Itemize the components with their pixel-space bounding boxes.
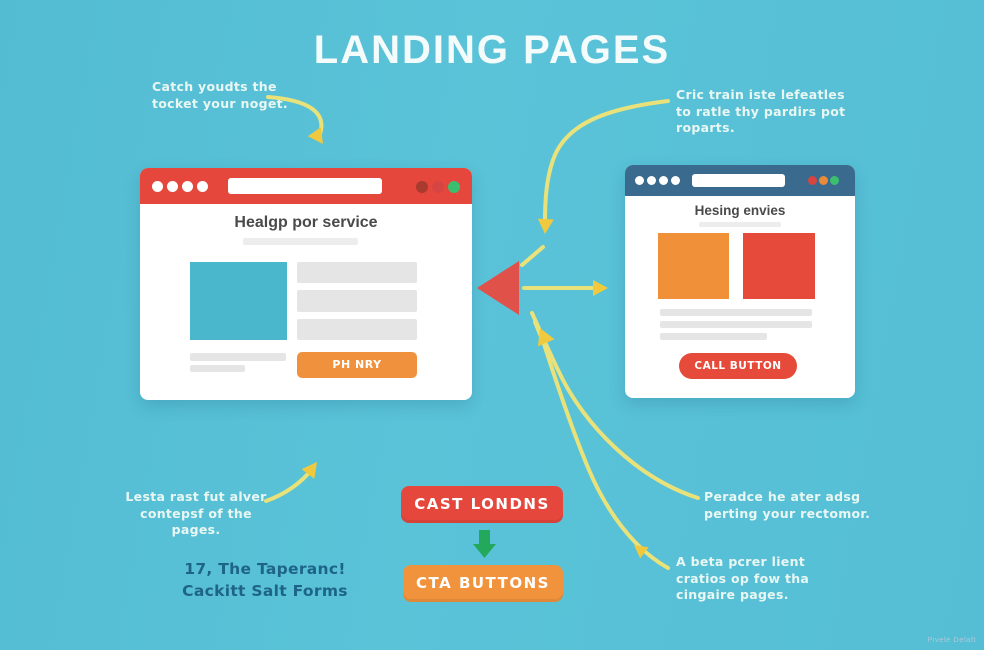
caption-text: 17, The Taperanc! Cackitt Salt Forms	[182, 560, 348, 601]
big-left-arrow-icon	[477, 261, 519, 315]
left-browser-titlebar	[140, 168, 472, 204]
window-dot-icon	[152, 181, 163, 192]
arrow-bottom-left-line	[264, 467, 314, 503]
window-control-icon[interactable]	[830, 176, 839, 185]
window-dot-icon	[671, 176, 680, 185]
text-placeholder-bar	[297, 262, 417, 283]
window-control-icon[interactable]	[819, 176, 828, 185]
hero-image-placeholder	[190, 262, 287, 340]
right-cta-button[interactable]: CALL BUTTON	[679, 353, 797, 379]
window-dot-icon	[659, 176, 668, 185]
window-dot-icon	[197, 181, 208, 192]
text-placeholder-line	[660, 309, 812, 316]
window-control-icon[interactable]	[808, 176, 817, 185]
window-control-icon[interactable]	[448, 181, 460, 193]
right-browser-window: Hesing envies CALL BUTTON	[625, 165, 855, 398]
address-bar[interactable]	[692, 174, 785, 187]
arrow-top-right-line	[543, 99, 670, 224]
window-control-icon[interactable]	[416, 181, 428, 193]
text-placeholder-bar	[297, 290, 417, 312]
text-placeholder-line	[190, 365, 245, 372]
arrowhead-down-icon	[537, 218, 554, 234]
arrow-bottomright-line	[533, 320, 670, 570]
arrow-top-left-line	[266, 95, 324, 136]
watermark-text: Pivele Delaft	[927, 635, 976, 644]
left-page-heading: Healgp por service	[234, 214, 378, 231]
flow-bottom-button[interactable]: CTA BUTTONS	[403, 565, 563, 602]
right-browser-titlebar	[625, 165, 855, 196]
heading-underline	[699, 222, 781, 227]
arrowhead-up-right-icon	[301, 462, 317, 479]
annotation-top-right: Cric train iste lefeatles to ratle thy p…	[676, 87, 846, 135]
arrow-midright-line	[530, 311, 700, 500]
arrowhead-right-icon	[593, 280, 608, 296]
annotation-bottom-right: A beta pcrer lient cratios op fow tha ci…	[676, 554, 810, 602]
feature-image-placeholder	[743, 233, 815, 299]
arrowhead-up-icon	[537, 328, 555, 347]
annotation-bottom-left: Lesta rast fut alver contepsf of the pag…	[125, 489, 267, 537]
window-dot-icon	[167, 181, 178, 192]
arrowhead-top-left-icon	[307, 127, 323, 144]
annotation-top-left: Catch youdts the tocket your noget.	[152, 79, 288, 111]
annotation-mid-right: Peradce he ater adsg perting your rectom…	[704, 489, 871, 521]
text-placeholder-line	[660, 321, 812, 328]
text-placeholder-bar	[297, 319, 417, 340]
text-placeholder-line	[190, 353, 286, 361]
page-title: LANDING PAGES	[313, 28, 671, 72]
text-placeholder-line	[660, 333, 767, 340]
arrowhead-small-icon	[634, 545, 649, 559]
address-bar[interactable]	[228, 178, 382, 194]
window-dot-icon	[635, 176, 644, 185]
window-dot-icon	[647, 176, 656, 185]
heading-underline	[243, 238, 358, 245]
green-down-arrow-icon	[473, 530, 496, 558]
right-page-heading: Hesing envies	[694, 203, 786, 218]
left-browser-window: Healgp por service PH NRY	[140, 168, 472, 400]
flow-top-button[interactable]: CAST LONDNS	[401, 486, 563, 523]
arrow-connector-line	[520, 245, 545, 267]
left-cta-button[interactable]: PH NRY	[297, 352, 417, 378]
window-dot-icon	[182, 181, 193, 192]
window-control-icon[interactable]	[432, 181, 444, 193]
feature-image-placeholder	[658, 233, 729, 299]
